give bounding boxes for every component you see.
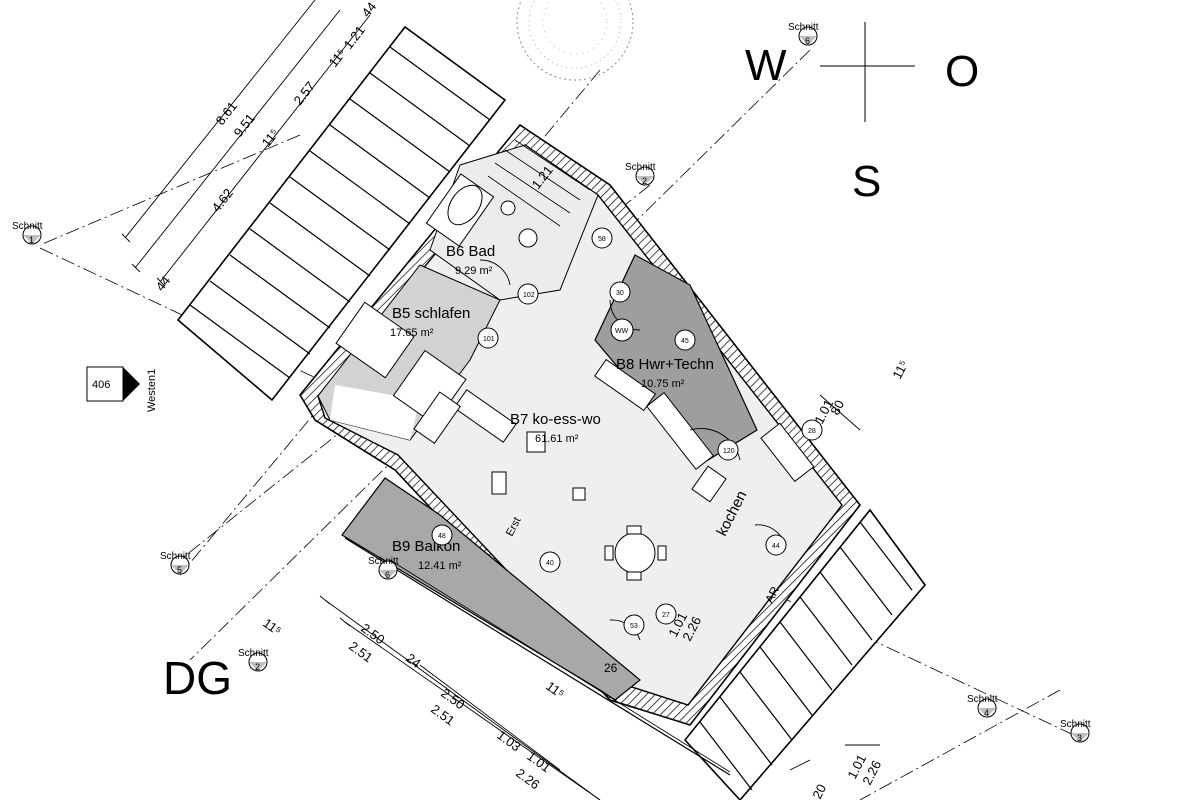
roof-band-south (683, 508, 927, 800)
door-tag: 30 (609, 281, 631, 303)
door-tag-number: 58 (598, 236, 606, 243)
door-tag: 40 (539, 551, 561, 573)
door-tag: 101 (477, 327, 499, 349)
door-tag-number: 48 (438, 533, 446, 540)
door-tag: 53 (623, 614, 645, 636)
section-word: Schnitt (625, 162, 656, 173)
dimension-chain-south (319, 595, 601, 800)
compass-west: W (745, 41, 787, 90)
dimension-label: 11⁵ (259, 126, 282, 150)
roof-band-north (176, 25, 507, 402)
door-tag: 28 (801, 419, 823, 441)
compass-east: O (945, 47, 979, 96)
dimension-chain-north (121, 0, 371, 287)
section-marker: Schnitt 2 (625, 162, 656, 186)
section-marker: Schnitt 2 (238, 648, 269, 672)
dimension-label: 1.03 (494, 727, 523, 754)
room-area: 17.65 m² (390, 327, 434, 339)
dims-east-text: 1.01 2.26 1.01 2.26 80 1.01 11⁵ 20 (665, 358, 911, 800)
section-number: 1 (29, 235, 34, 245)
section-marker: Schnitt 1 (12, 221, 43, 245)
staircase (487, 139, 591, 227)
dimension-label: 9.51 (231, 111, 258, 140)
dimension-ticks-east (789, 394, 880, 771)
dimension-label: 2.51 (346, 638, 375, 665)
section-word: Schnitt (1060, 719, 1091, 730)
section-word: Schnitt (368, 556, 399, 567)
door-tag: 102 (517, 283, 539, 305)
section-number: 2 (642, 176, 647, 186)
view-marker-label: Westen1 (146, 369, 158, 412)
door-tag-number: 44 (772, 543, 780, 550)
room-label-hwr: B8 Hwr+Techn 10.75 m² (616, 356, 714, 390)
dimension-label: 44 (359, 0, 380, 20)
dimension-label: 11⁵ (326, 46, 349, 70)
section-number: 6 (805, 36, 810, 46)
door-tag-number: 45 (681, 338, 689, 345)
dimension-label: 44 (153, 273, 174, 294)
compass-south: S (852, 157, 881, 206)
dimension-label: 2.57 (291, 79, 318, 108)
door-tag: 44 (765, 534, 787, 556)
dimension-label: 11⁵ (260, 615, 284, 638)
section-word: Schnitt (788, 22, 819, 33)
view-marker-number: 406 (92, 379, 110, 391)
door-tag-number: 101 (483, 336, 495, 343)
tree-symbol (516, 0, 634, 81)
ww-label: WW (615, 328, 629, 335)
section-marker: Schnitt 3 (1060, 719, 1091, 743)
door-tag: 58 (591, 227, 613, 249)
section-marker: Schnitt 5 (160, 551, 191, 575)
door-tag-number: 30 (616, 290, 624, 297)
section-marker: Schnitt 4 (967, 694, 998, 718)
room-name: B8 Hwr+Techn (616, 356, 714, 373)
section-word: Schnitt (967, 694, 998, 705)
floor-label: DG (163, 652, 232, 704)
door-tag-number: 53 (630, 623, 638, 630)
room-area: 9.29 m² (455, 265, 493, 277)
room-area: 12.41 m² (418, 560, 462, 572)
door-tag-number: 27 (662, 612, 670, 619)
room-name: B5 schlafen (392, 305, 470, 322)
room-name: B7 ko-ess-wo (510, 411, 601, 428)
section-number: 2 (255, 662, 260, 672)
section-number: 5 (177, 565, 182, 575)
section-number: 4 (984, 708, 989, 718)
section-number: 3 (1077, 733, 1082, 743)
dimension-label: 80 (827, 398, 847, 418)
ar-label: AR (762, 584, 782, 606)
room-label-schlafen: B5 schlafen 17.65 m² (390, 305, 470, 339)
section-marker: Schnitt 6 (788, 22, 819, 46)
compass-rose: W O S (745, 22, 979, 206)
door-tag: 48 (431, 524, 453, 546)
room-label-ko-ess-wo: B7 ko-ess-wo 61.61 m² (510, 411, 601, 445)
section-word: Schnitt (160, 551, 191, 562)
section-word: Schnitt (12, 221, 43, 232)
room-label-bad: B6 Bad 9.29 m² (446, 243, 495, 277)
section-word: Schnitt (238, 648, 269, 659)
door-tag: 27 (655, 603, 677, 625)
view-marker: 406 Westen1 (86, 366, 158, 412)
door-tag-number: 102 (523, 292, 535, 299)
dimension-label: 11⁵ (543, 678, 567, 701)
ww-tag: WW (610, 318, 634, 342)
section-marker: Schnitt 6 (368, 556, 399, 580)
door-tag-number: 40 (546, 560, 554, 567)
room-name: B6 Bad (446, 243, 495, 260)
door-tag: 45 (674, 329, 696, 351)
section-number: 6 (385, 570, 390, 580)
room-area: 10.75 m² (641, 378, 685, 390)
door-tag-number: 28 (808, 428, 816, 435)
dimension-label: 11⁵ (889, 358, 911, 382)
door-tag-number: 120 (723, 448, 735, 455)
dimension-label: 24 (403, 650, 424, 671)
furniture (335, 173, 815, 581)
door-tag: 120 (717, 439, 739, 461)
room-area: 61.61 m² (535, 433, 579, 445)
stair-number: 26 (604, 661, 618, 675)
dimension-label: 20 (809, 782, 829, 800)
